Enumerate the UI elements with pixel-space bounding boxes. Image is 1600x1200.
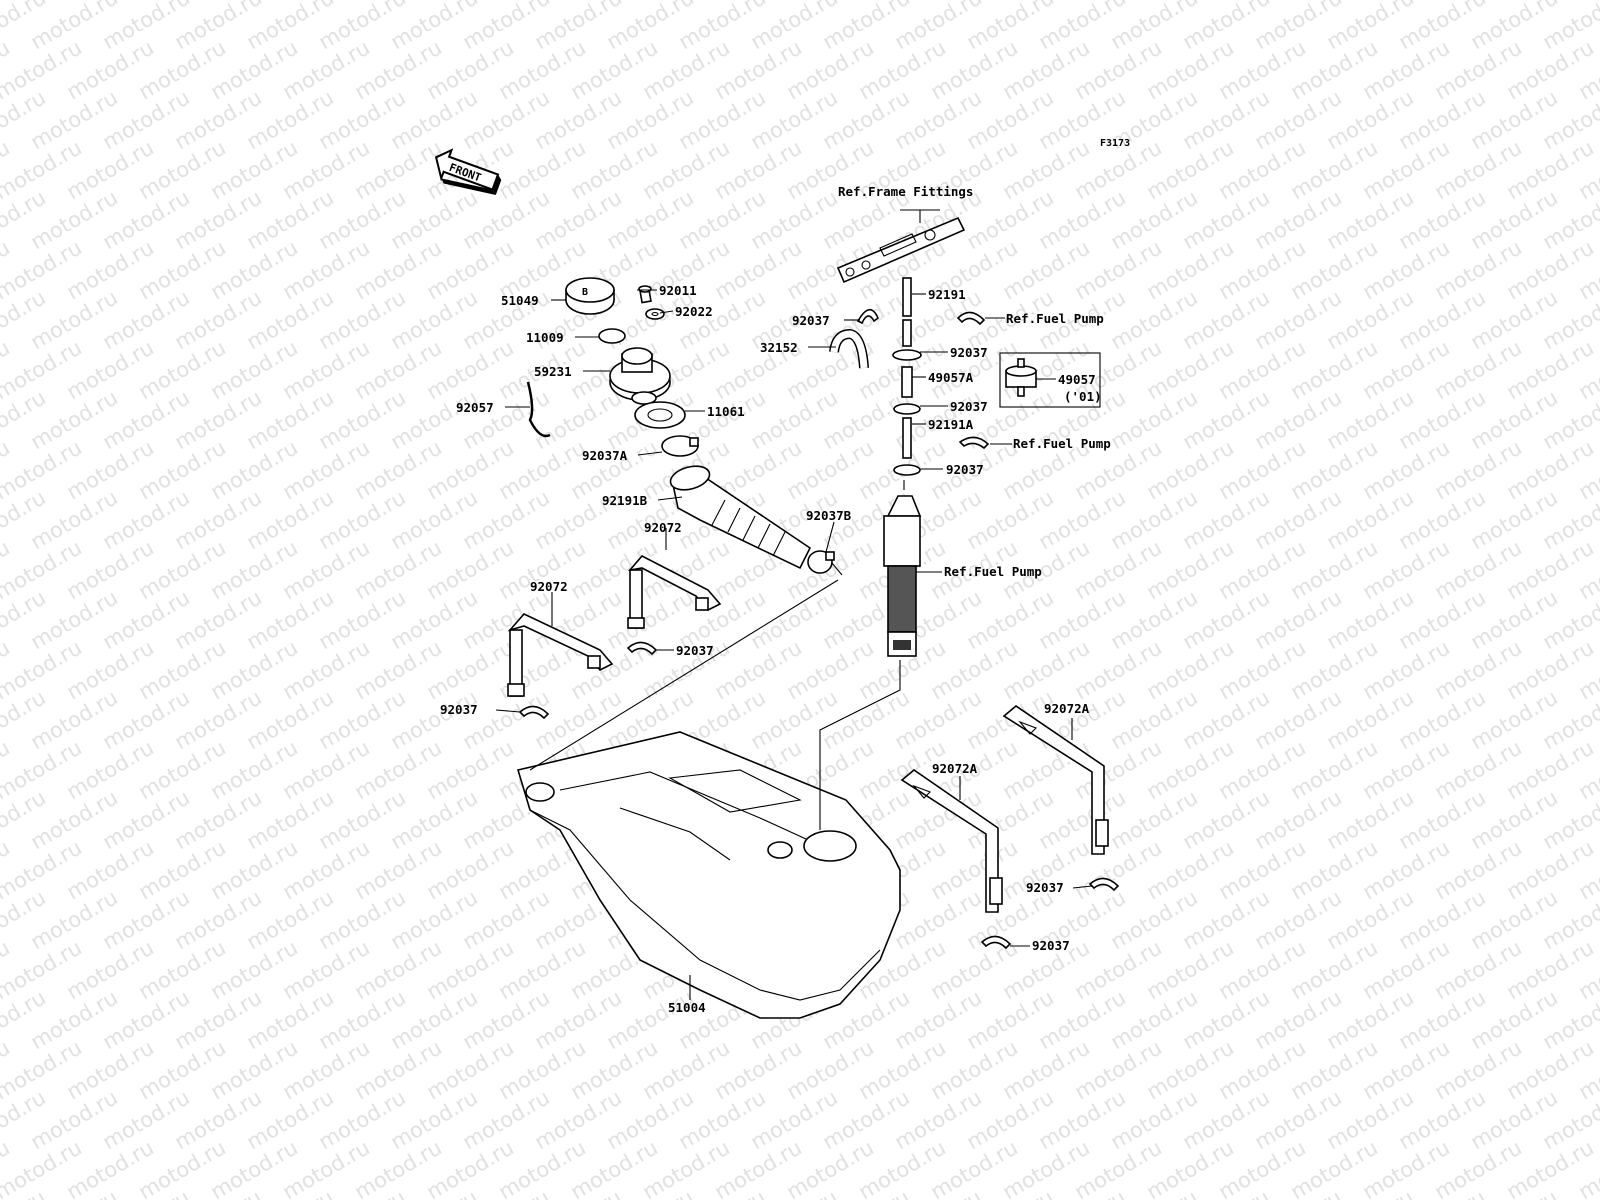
clamp-top bbox=[856, 308, 879, 325]
fuel-tank bbox=[516, 731, 901, 1019]
gasket-11009 bbox=[598, 328, 626, 344]
fuel-cap: B bbox=[565, 277, 615, 315]
label-92037A: 92037A bbox=[582, 448, 628, 463]
strap-band-92072A-mid bbox=[900, 768, 1003, 913]
label-32152: 32152 bbox=[760, 340, 798, 355]
label-92072A-right: 92072A bbox=[1044, 701, 1090, 716]
check-valve bbox=[1005, 358, 1037, 397]
leader-lines bbox=[495, 289, 1093, 1000]
label-92022: 92022 bbox=[675, 304, 713, 319]
clamp-92037A bbox=[661, 435, 699, 457]
label-92037-r3: 92037 bbox=[946, 462, 984, 477]
label-92037-r2: 92037 bbox=[950, 399, 988, 414]
frame-fittings-bracket bbox=[836, 209, 966, 284]
label-49057: 49057 bbox=[1058, 372, 1096, 387]
label-ref-fuel-pump-3: Ref.Fuel Pump bbox=[944, 564, 1042, 579]
label-92037-top: 92037 bbox=[792, 313, 830, 328]
figure-code: F3173 bbox=[1100, 138, 1130, 149]
label-51049: 51049 bbox=[501, 293, 539, 308]
label-51004: 51004 bbox=[668, 1000, 706, 1015]
label-92072-left: 92072 bbox=[530, 579, 568, 594]
tether-strap bbox=[526, 381, 551, 438]
label-ref-fuel-pump-1: Ref.Fuel Pump bbox=[1006, 311, 1104, 326]
strap-band-left bbox=[507, 613, 614, 697]
valve-49057-box bbox=[999, 352, 1101, 408]
label-ref-fuel-pump-2: Ref.Fuel Pump bbox=[1013, 436, 1111, 451]
label-ref-frame-fittings: Ref.Frame Fittings bbox=[838, 184, 973, 199]
label-92037-r1: 92037 bbox=[950, 345, 988, 360]
label-92072-top: 92072 bbox=[644, 520, 682, 535]
label-92191B: 92191B bbox=[602, 493, 648, 508]
label-49057A: 49057A bbox=[928, 370, 974, 385]
label-49057-note: ('01) bbox=[1064, 389, 1102, 404]
clamp-bottom-right bbox=[980, 935, 1012, 950]
label-92037-strap-mid: 92037 bbox=[676, 643, 714, 658]
label-92191: 92191 bbox=[928, 287, 966, 302]
clamp-92037B bbox=[807, 550, 835, 574]
label-92037B: 92037B bbox=[806, 508, 852, 523]
label-92037-bottom-right: 92037 bbox=[1032, 938, 1070, 953]
filler-neck bbox=[609, 347, 671, 405]
label-92191A: 92191A bbox=[928, 417, 974, 432]
front-arrow-icon: FRONT bbox=[434, 148, 502, 196]
label-11061: 11061 bbox=[707, 404, 745, 419]
clamp-lower-right bbox=[1088, 877, 1120, 892]
clip-right-1 bbox=[956, 311, 986, 326]
assembly-guide-lines bbox=[529, 562, 901, 830]
label-92057: 92057 bbox=[456, 400, 494, 415]
label-92037-strap-left: 92037 bbox=[440, 702, 478, 717]
clamp-strap-left bbox=[518, 705, 550, 720]
strap-band-top bbox=[627, 554, 722, 629]
label-92037-lower-right: 92037 bbox=[1026, 880, 1064, 895]
label-11009: 11009 bbox=[526, 330, 564, 345]
strap-band-92072A-right bbox=[1002, 704, 1109, 855]
label-92072A-mid: 92072A bbox=[932, 761, 978, 776]
label-92011: 92011 bbox=[659, 283, 697, 298]
vent-tube-stack bbox=[892, 277, 922, 476]
label-59231: 59231 bbox=[534, 364, 572, 379]
filler-hose bbox=[669, 465, 812, 570]
svg-text:B: B bbox=[582, 287, 588, 298]
clip-right-2 bbox=[958, 436, 990, 450]
gasket-11061 bbox=[634, 401, 686, 429]
callout-labels: Ref.Frame Fittings Ref.Fuel Pump Ref.Fue… bbox=[440, 184, 1111, 1015]
fuel-pump bbox=[883, 480, 922, 657]
clamp-strap-mid bbox=[626, 641, 658, 656]
